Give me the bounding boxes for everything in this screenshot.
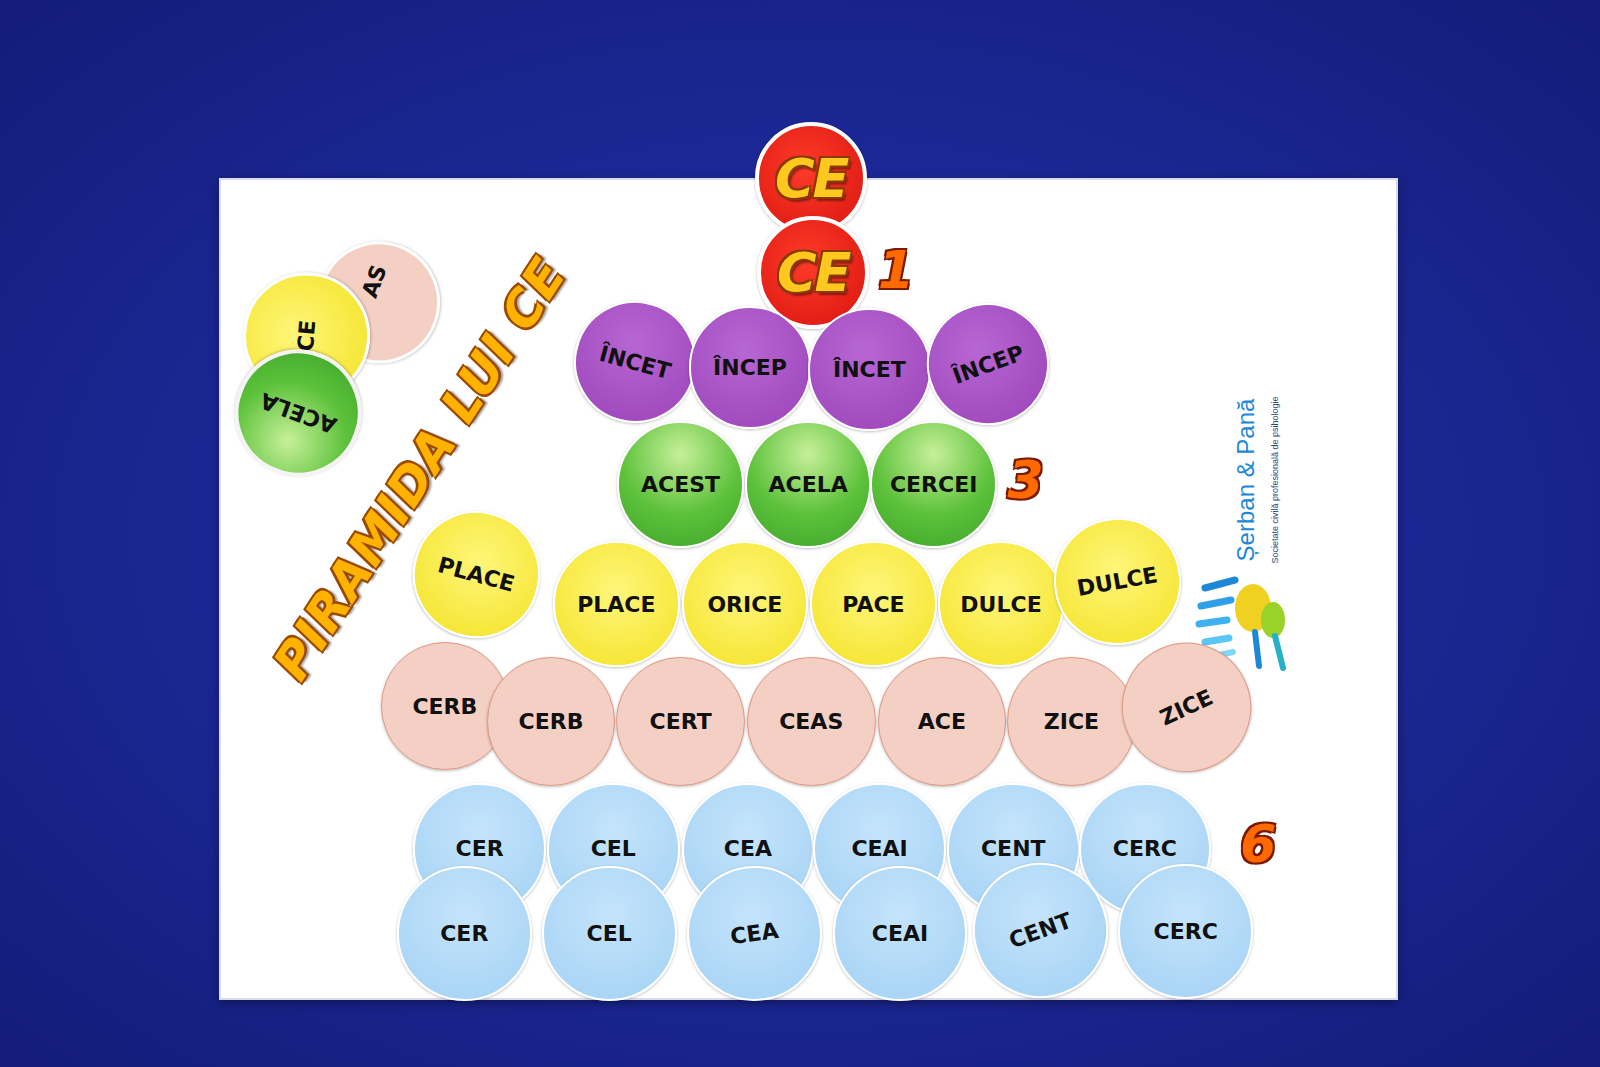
- word-disc: ZICE: [1007, 657, 1136, 786]
- word-text: CER: [456, 836, 504, 861]
- word-text: CEL: [587, 921, 632, 946]
- word-text: CEA: [728, 918, 779, 949]
- word-text: PACE: [842, 592, 904, 617]
- callout-number: 1: [878, 240, 914, 300]
- callout-number: 6: [1240, 814, 1276, 874]
- word-disc: CERCEI: [870, 421, 997, 548]
- word-text: CERC: [1113, 836, 1177, 861]
- word-text: CENT: [981, 836, 1046, 861]
- word-text: CEAI: [851, 836, 907, 861]
- word-disc: ACE: [878, 657, 1007, 786]
- word-text: PLACE: [577, 592, 655, 617]
- brand-tagline: Societate civilă profesională de psiholo…: [1270, 396, 1280, 563]
- word-text: CERB: [519, 709, 584, 734]
- word-disc: CEAI: [833, 866, 968, 1001]
- word-disc: ACEST: [617, 421, 744, 548]
- word-text: CE: [775, 147, 848, 210]
- word-text: CERC: [1154, 919, 1218, 944]
- brand-name: Șerban & Pană: [1233, 398, 1261, 561]
- word-text: CEAI: [872, 921, 928, 946]
- word-disc: CER: [397, 866, 532, 1001]
- word-text: ÎNCEP: [713, 355, 787, 380]
- word-disc: ORICE: [682, 541, 809, 668]
- word-disc: CERT: [616, 657, 745, 786]
- word-text: CERCEI: [890, 472, 977, 497]
- word-disc: ÎNCET: [808, 308, 930, 430]
- word-text: CEL: [591, 836, 636, 861]
- word-text: ACELA: [256, 388, 339, 439]
- word-disc: CEL: [542, 866, 677, 1001]
- word-text: ÎNCET: [833, 357, 906, 382]
- word-disc: PACE: [810, 541, 937, 668]
- callout-number: 3: [1008, 450, 1044, 510]
- word-text: CERT: [650, 709, 712, 734]
- word-text: ÎNCET: [597, 341, 674, 384]
- word-disc: CEAS: [747, 657, 876, 786]
- word-disc: DULCE: [938, 541, 1065, 668]
- word-text: DULCE: [1075, 562, 1159, 601]
- word-text: CENT: [1006, 908, 1075, 954]
- word-text: CER: [440, 921, 488, 946]
- word-text: DULCE: [960, 592, 1041, 617]
- word-text: CEA: [724, 836, 772, 861]
- word-disc: ÎNCEP: [689, 306, 811, 428]
- word-text: CERB: [412, 694, 477, 719]
- word-disc: ACELA: [745, 421, 872, 548]
- word-text: ÎNCEP: [949, 340, 1027, 389]
- word-text: CE: [777, 241, 850, 304]
- word-disc: PLACE: [553, 541, 680, 668]
- word-text: CEAS: [779, 709, 843, 734]
- word-disc: CERB: [487, 657, 616, 786]
- word-disc: CERC: [1118, 864, 1253, 999]
- word-text: ZICE: [1044, 709, 1099, 734]
- word-text: ACE: [918, 709, 966, 734]
- word-text: PLACE: [435, 552, 517, 596]
- word-text: ACELA: [769, 472, 848, 497]
- word-text: AS: [357, 261, 392, 300]
- word-text: ACEST: [641, 472, 720, 497]
- word-text: ORICE: [707, 592, 782, 617]
- word-text: ZICE: [1156, 684, 1217, 730]
